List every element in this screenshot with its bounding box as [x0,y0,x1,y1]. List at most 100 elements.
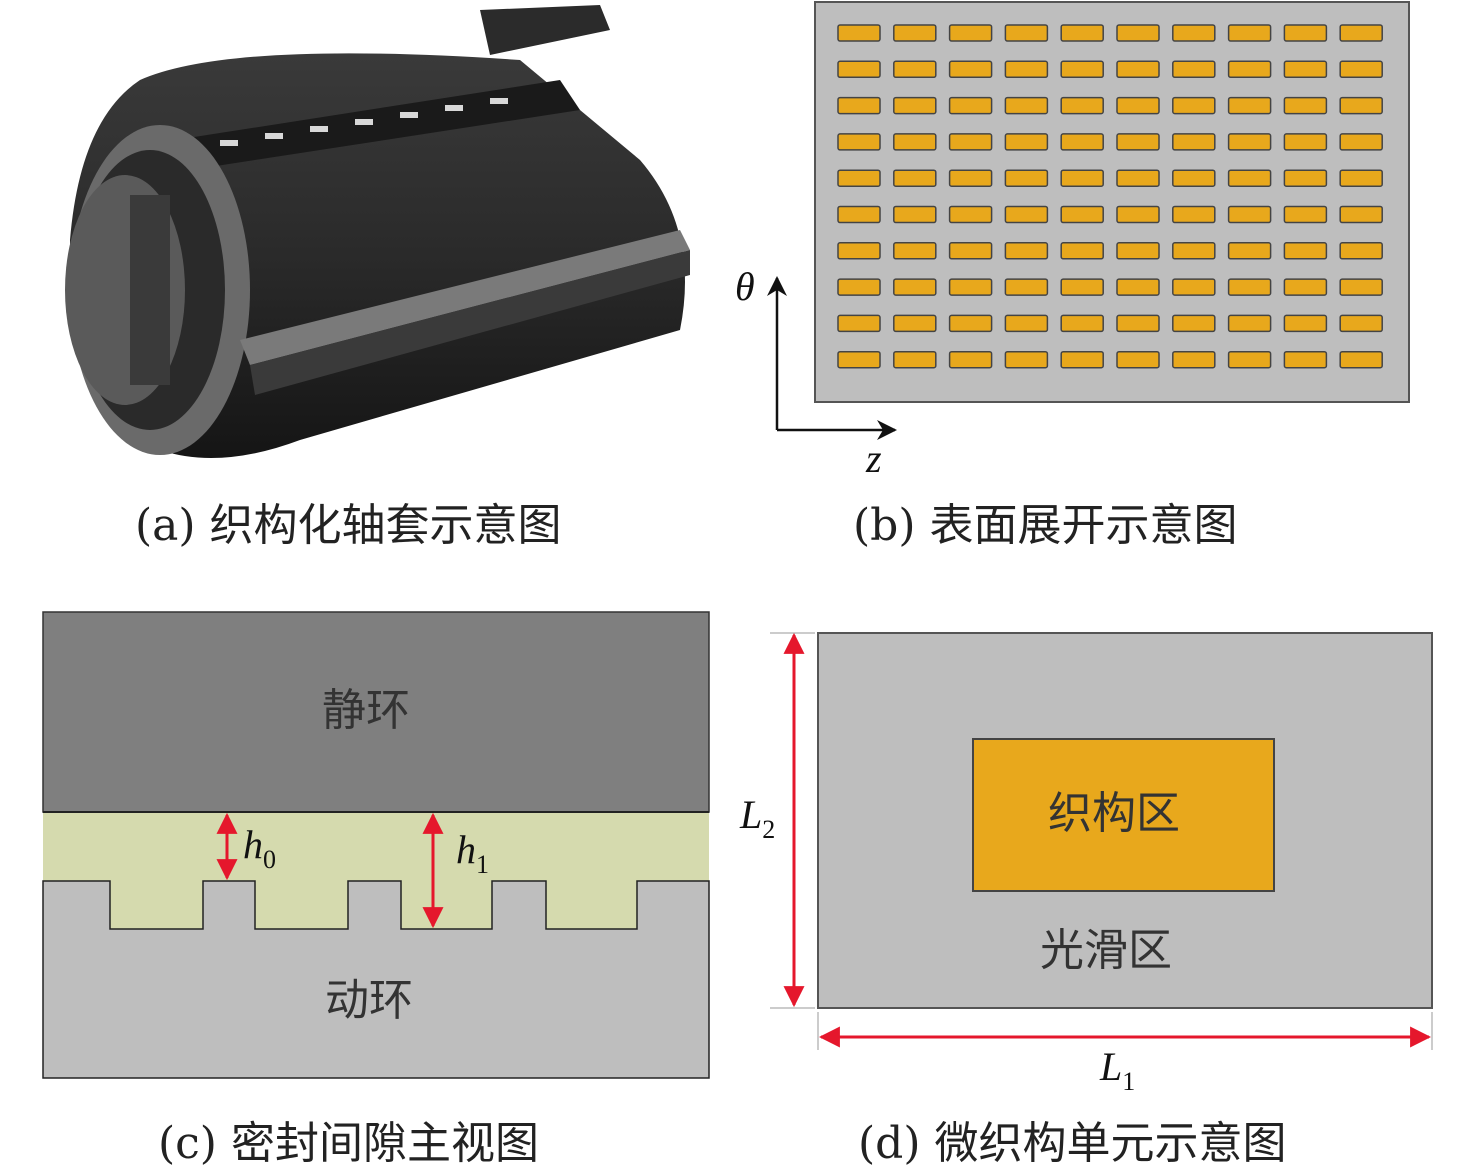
texture-dimple [1116,96,1160,115]
texture-dimple [1004,96,1049,115]
texture-dimple [1060,24,1104,42]
texture-dimple [1339,314,1383,333]
texture-dimple [1172,314,1216,333]
texture-dimple [1339,278,1383,296]
texture-dimple [1172,278,1216,296]
texture-zone-label: 织构区 [1048,788,1180,839]
texture-dimple [1172,60,1216,79]
texture-dimple [893,205,937,224]
caption-b: (b) 表面展开示意图 [853,500,1237,551]
texture-dimple [837,350,881,369]
theta-axis-label: θ [735,264,755,309]
texture-dimple [1116,314,1160,333]
texture-dimple [837,169,881,187]
texture-dimple [893,60,937,79]
texture-dimple [1227,314,1272,333]
moving-ring [42,880,710,1079]
texture-dimple [1227,169,1272,187]
texture-dimple [1339,24,1383,42]
moving-ring-label: 动环 [325,975,413,1026]
texture-dimple [893,350,937,369]
texture-dimple [948,60,993,79]
texture-dimple [1283,96,1328,115]
texture-dimple [1116,169,1160,187]
texture-dimple [1227,133,1272,151]
texture-dimple [837,133,881,151]
static-ring [42,611,710,813]
texture-dimple [1227,242,1272,260]
h0-label: h0 [243,822,276,874]
texture-dimple [1339,96,1383,115]
caption-a: (a) 织构化轴套示意图 [135,500,562,551]
texture-dimple [948,96,993,115]
texture-dimple [1283,60,1328,79]
texture-dimple [1004,314,1049,333]
texture-dimple [1227,278,1272,296]
texture-dimple [1060,96,1104,115]
texture-dimple [1116,205,1160,224]
texture-dimple [1004,133,1049,151]
texture-dimple [1116,278,1160,296]
texture-dimple [1116,24,1160,42]
texture-grid [837,24,1383,369]
texture-dimple [1116,60,1160,79]
texture-dimple [1227,96,1272,115]
texture-dimple [1060,350,1104,369]
texture-dimple [948,242,993,260]
texture-dimple [948,205,993,224]
texture-dimple [837,314,881,333]
texture-dimple [837,205,881,224]
texture-dimple [893,242,937,260]
texture-dimple [1227,350,1272,369]
texture-dimple [893,314,937,333]
texture-dimple [1060,60,1104,79]
texture-dimple [1004,242,1049,260]
texture-dimple [1283,169,1328,187]
texture-dimple [1339,60,1383,79]
texture-dimple [893,133,937,151]
texture-dimple [837,24,881,42]
texture-dimple [1339,169,1383,187]
texture-dimple [1339,242,1383,260]
L1-label: L1 [1099,1044,1135,1096]
texture-dimple [1227,24,1272,42]
texture-dimple [1004,169,1049,187]
texture-dimple [1339,133,1383,151]
texture-dimple [893,24,937,42]
h1-label: h1 [456,827,489,879]
texture-dimple [1172,205,1216,224]
texture-dimple [893,96,937,115]
bushing-3d-illustration [65,5,690,458]
L2-label: L2 [739,792,775,844]
texture-dimple [948,350,993,369]
texture-dimple [1172,242,1216,260]
texture-zone [972,738,1275,892]
texture-dimple [1004,350,1049,369]
texture-dimple [1339,205,1383,224]
texture-dimple [948,169,993,187]
texture-dimple [893,169,937,187]
texture-dimple [1227,205,1272,224]
texture-dimple [1283,314,1328,333]
texture-dimple [1116,242,1160,260]
texture-dimple [1060,314,1104,333]
texture-dimple [948,133,993,151]
texture-dimple [1172,24,1216,42]
texture-dimple [1172,350,1216,369]
texture-dimple [1339,350,1383,369]
texture-dimple [1283,24,1328,42]
texture-dimple [1004,278,1049,296]
texture-dimple [1116,350,1160,369]
texture-dimple [1116,133,1160,151]
texture-dimple [1227,60,1272,79]
texture-dimple [1283,133,1328,151]
texture-dimple [948,314,993,333]
caption-c: (c) 密封间隙主视图 [158,1118,539,1169]
z-axis-label: z [865,436,882,481]
texture-dimple [1172,133,1216,151]
texture-dimple [1283,278,1328,296]
texture-dimple [837,278,881,296]
texture-dimple [837,60,881,79]
texture-dimple [1060,242,1104,260]
